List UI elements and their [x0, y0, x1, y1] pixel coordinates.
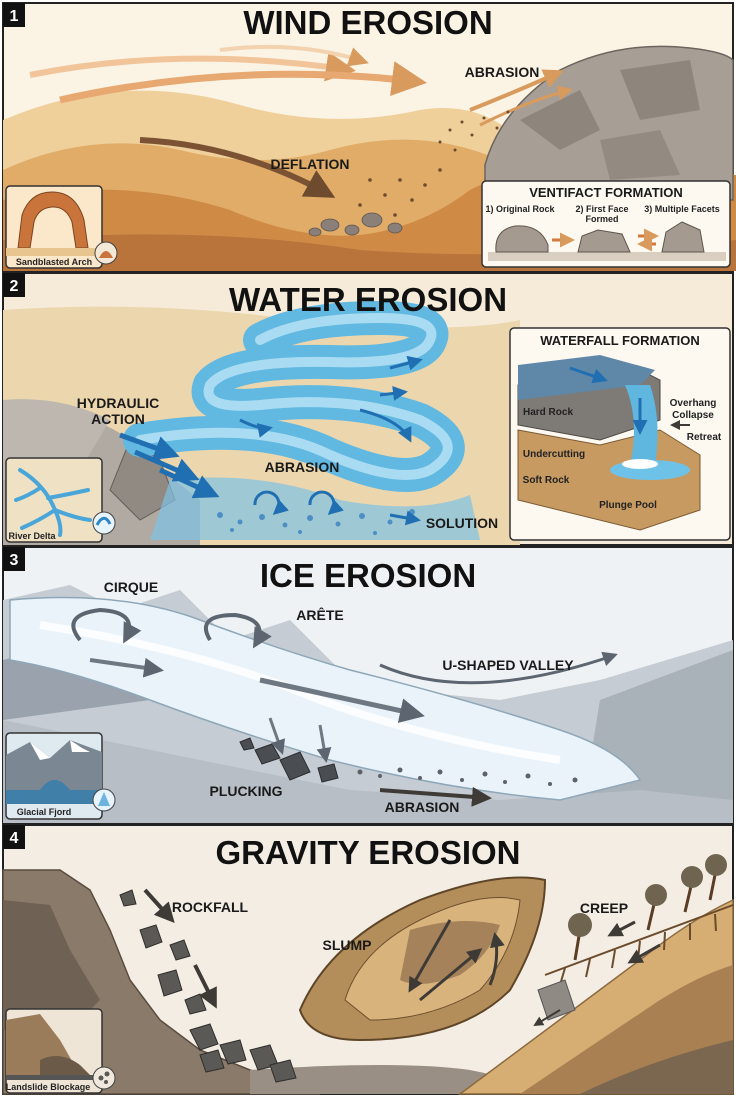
rockfall-arrow	[143, 888, 175, 923]
label-retreat: Retreat	[687, 432, 722, 443]
falling-rocks	[119, 889, 297, 1083]
label-hydraulic-action: HYDRAULIC	[77, 395, 159, 411]
abrasion-arrow	[379, 786, 492, 807]
label-undercutting: Undercutting	[523, 449, 585, 460]
hydraulic-arrow	[119, 432, 180, 460]
label-arete: ARÊTE	[296, 606, 343, 623]
flow-arrow	[389, 355, 423, 371]
label-abrasion: ABRASION	[465, 64, 540, 80]
panel-title: WATER EROSION	[229, 281, 507, 318]
creep-arrow	[607, 920, 636, 937]
label-creep: CREEP	[580, 900, 628, 916]
inset-caption: Sandblasted Arch	[16, 257, 92, 267]
ice-flow-arrow	[89, 657, 164, 678]
wind-arrow	[59, 61, 427, 104]
ventifact-title: VENTIFACT FORMATION	[529, 185, 683, 200]
ventifact-step-2b: Formed	[585, 214, 618, 224]
flow-arrow	[379, 385, 408, 401]
panel-title: GRAVITY EROSION	[216, 834, 521, 871]
panel-number: 3	[10, 552, 19, 569]
label-soft-rock: Soft Rock	[523, 475, 570, 486]
label-plucking: PLUCKING	[209, 783, 282, 799]
label-plunge-pool: Plunge Pool	[599, 500, 657, 511]
inset-glacial-fjord: Glacial Fjord	[5, 732, 116, 820]
abrasion-swirl	[253, 490, 289, 516]
label-solution: SOLUTION	[426, 515, 498, 531]
ventifact-step-3: 3) Multiple Facets	[644, 204, 720, 214]
panel-number-tab	[3, 547, 25, 571]
label-rockfall: ROCKFALL	[172, 899, 249, 915]
wind-arrow	[219, 44, 369, 67]
panel-ice-erosion: 3 ICE EROSION CIRQUE ARÊTE U-SHAPED VALL…	[2, 546, 734, 824]
tilted-trees	[568, 854, 727, 961]
waterfall-formation-box: WATERFALL FORMATION Hard Rock Undercutti…	[509, 327, 731, 541]
flow-arrow	[359, 408, 412, 443]
ventifact-formation-box: VENTIFACT FORMATION 1) Original Rock 2) …	[481, 180, 731, 268]
retaining-wall	[537, 979, 576, 1021]
flow-arrow	[239, 418, 273, 438]
panel-title: WIND EROSION	[243, 4, 492, 41]
pebbles	[308, 212, 403, 237]
panel-water-erosion: 2 WATER EROSION HYDRAULIC ACTION ABRASIO…	[2, 272, 734, 546]
hydraulic-arrow	[134, 449, 200, 482]
label-overhang: Overhang	[670, 398, 717, 409]
cirque-arrow	[203, 612, 272, 649]
sand-grains	[358, 110, 510, 217]
inset-caption: Glacial Fjord	[17, 807, 72, 817]
panel-wind-erosion: 1 WIND EROSION ABRASION DEFLATION Sandbl…	[2, 2, 736, 272]
panel-number-tab	[3, 825, 25, 849]
inset-sandblasted-arch: Sandblasted Arch	[5, 185, 118, 269]
label-u-shaped-valley: U-SHAPED VALLEY	[442, 657, 574, 673]
creep-arrow	[533, 1009, 561, 1027]
label-hard-rock: Hard Rock	[523, 407, 573, 418]
solution-arrow	[389, 510, 421, 526]
panel-number-tab	[3, 3, 25, 27]
panel-number: 4	[10, 830, 19, 847]
inset-caption: Landslide Blockage	[6, 1082, 91, 1092]
moraine-debris	[357, 767, 578, 786]
inset-river-delta: River Delta	[5, 457, 116, 543]
rockfall-arrow	[193, 964, 217, 1009]
panel-number-tab	[3, 273, 25, 297]
ice-flow-arrow	[259, 677, 425, 723]
label-slump: SLUMP	[323, 937, 372, 953]
panel-gravity-erosion: 4 GRAVITY EROSION ROCKFALL SLUMP CREEP L…	[2, 824, 734, 1095]
panel-number: 2	[10, 278, 19, 295]
cirque-arrow	[71, 607, 142, 644]
label-abrasion: ABRASION	[385, 799, 460, 815]
panel-title: ICE EROSION	[260, 557, 476, 594]
riverbed-pebbles	[217, 509, 415, 535]
ventifact-step-1: 1) Original Rock	[485, 204, 555, 214]
abrasion-arrow	[469, 69, 564, 112]
inset-landslide-blockage: Landslide Blockage	[5, 1008, 116, 1094]
panel-number: 1	[10, 8, 19, 25]
abrasion-swirl	[308, 490, 344, 516]
wind-arrow	[29, 51, 356, 82]
waterfall-title: WATERFALL FORMATION	[540, 333, 700, 348]
deflation-arrow	[139, 137, 336, 198]
label-deflation: DEFLATION	[270, 156, 349, 172]
hydraulic-arrow	[158, 467, 220, 499]
label-hydraulic-action-2: ACTION	[91, 411, 145, 427]
ventifact-step-2: 2) First Face	[575, 204, 628, 214]
inset-caption: River Delta	[8, 531, 56, 541]
label-cirque: CIRQUE	[104, 579, 158, 595]
slump-block	[298, 876, 547, 1042]
abrasion-arrow	[479, 85, 573, 127]
creep-arrow	[627, 943, 661, 964]
u-valley-arrow	[379, 651, 618, 685]
label-abrasion: ABRASION	[265, 459, 340, 475]
label-collapse: Collapse	[672, 410, 714, 421]
